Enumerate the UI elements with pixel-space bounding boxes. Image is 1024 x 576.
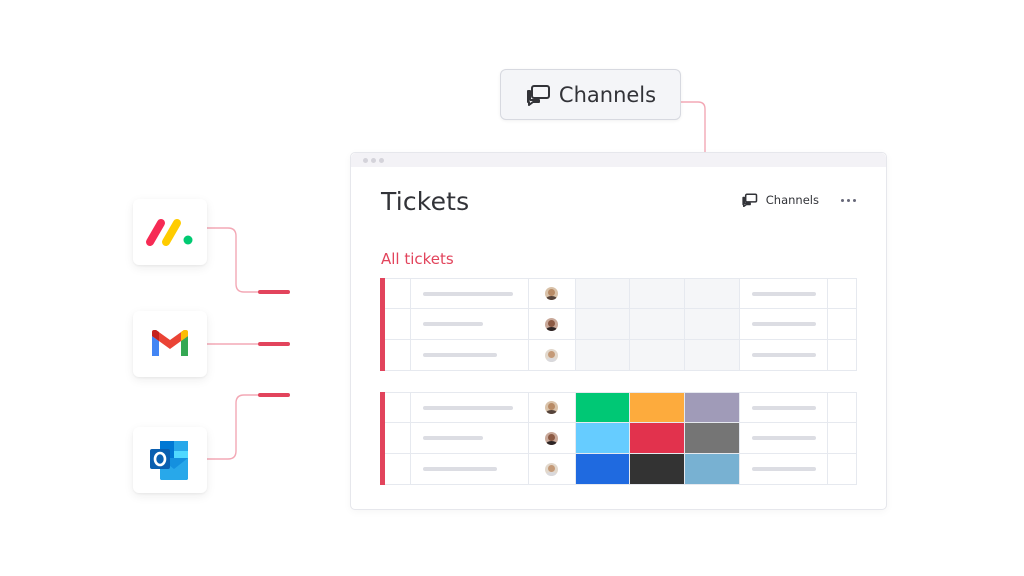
status-cell[interactable] (630, 340, 686, 370)
avatar (545, 462, 559, 476)
row-checkbox[interactable] (385, 340, 411, 370)
row-checkbox[interactable] (385, 279, 411, 308)
text-cell[interactable] (740, 423, 829, 453)
add-column-cell[interactable] (828, 309, 857, 339)
status-cell[interactable] (685, 393, 741, 422)
placeholder-bar (751, 405, 816, 410)
window-dot (363, 157, 368, 163)
item-name-cell[interactable] (411, 454, 529, 484)
status-cell[interactable] (630, 423, 686, 453)
text-cell[interactable] (740, 454, 829, 484)
status-cell[interactable] (630, 279, 686, 308)
status-cell[interactable] (575, 393, 631, 422)
row-checkbox[interactable] (385, 423, 411, 453)
window-titlebar (351, 153, 886, 167)
more-dots-icon[interactable] (841, 198, 856, 202)
table-row[interactable] (385, 392, 857, 423)
ticket-group-2 (380, 392, 857, 485)
status-cell[interactable] (630, 454, 686, 484)
item-name-cell[interactable] (411, 309, 529, 339)
status-cell[interactable] (685, 340, 741, 370)
person-cell[interactable] (529, 279, 576, 308)
add-column-cell[interactable] (828, 279, 857, 308)
item-name-cell[interactable] (411, 340, 529, 370)
avatar (545, 348, 559, 362)
channels-button-label[interactable]: Channels (765, 193, 819, 207)
monday-logo-icon (146, 219, 193, 246)
monday-app-tile[interactable] (133, 199, 207, 265)
status-cell[interactable] (685, 309, 741, 339)
table-row[interactable] (385, 454, 857, 485)
channels-callout-label: Channels (558, 82, 657, 107)
add-column-cell[interactable] (828, 423, 857, 453)
placeholder-bar (751, 291, 816, 296)
gmail-logo-icon (152, 330, 188, 356)
placeholder-bar (751, 353, 816, 357)
tickets-board-window: Tickets Channels All tickets (350, 152, 887, 510)
outlook-app-tile[interactable] (133, 427, 207, 493)
status-cell[interactable] (685, 454, 741, 484)
avatar (545, 317, 559, 331)
person-cell[interactable] (529, 340, 576, 370)
status-cell[interactable] (575, 454, 631, 484)
status-cell[interactable] (685, 423, 741, 453)
text-cell[interactable] (740, 340, 829, 370)
placeholder-bar (422, 436, 483, 440)
window-dot (371, 157, 376, 163)
outlook-logo-icon (150, 441, 188, 480)
person-cell[interactable] (529, 454, 576, 484)
table-row[interactable] (385, 309, 857, 340)
status-cell[interactable] (575, 423, 631, 453)
item-name-cell[interactable] (411, 279, 529, 308)
chat-bubbles-icon (526, 84, 550, 106)
row-checkbox[interactable] (385, 393, 411, 422)
row-checkbox[interactable] (385, 309, 411, 339)
placeholder-bar (422, 353, 497, 357)
item-name-cell[interactable] (411, 423, 529, 453)
status-cell[interactable] (685, 279, 741, 308)
placeholder-bar (422, 467, 497, 471)
page-title: Tickets (381, 187, 470, 216)
item-name-cell[interactable] (411, 393, 529, 422)
text-cell[interactable] (740, 279, 829, 308)
group-title[interactable]: All tickets (381, 250, 454, 268)
placeholder-bar (422, 322, 483, 326)
ticket-group-1 (380, 278, 857, 371)
table-row[interactable] (385, 278, 857, 309)
placeholder-bar (751, 322, 816, 326)
status-cell[interactable] (575, 340, 631, 370)
avatar (545, 431, 559, 445)
table-row[interactable] (385, 423, 857, 454)
header-actions: Channels (741, 193, 856, 207)
person-cell[interactable] (529, 393, 576, 422)
placeholder-bar (422, 291, 513, 296)
chat-bubbles-icon[interactable] (741, 193, 758, 207)
avatar (545, 401, 559, 414)
person-cell[interactable] (529, 309, 576, 339)
status-cell[interactable] (575, 279, 631, 308)
text-cell[interactable] (740, 309, 829, 339)
placeholder-bar (422, 405, 513, 410)
text-cell[interactable] (740, 393, 829, 422)
add-column-cell[interactable] (828, 454, 857, 484)
placeholder-bar (751, 467, 816, 471)
status-cell[interactable] (630, 309, 686, 339)
status-cell[interactable] (630, 393, 686, 422)
add-column-cell[interactable] (828, 340, 857, 370)
status-cell[interactable] (575, 309, 631, 339)
channels-callout[interactable]: Channels (500, 69, 681, 120)
row-checkbox[interactable] (385, 454, 411, 484)
person-cell[interactable] (529, 423, 576, 453)
add-column-cell[interactable] (828, 393, 857, 422)
placeholder-bar (751, 436, 816, 440)
table-row[interactable] (385, 340, 857, 371)
avatar (545, 287, 559, 300)
window-dot (379, 157, 384, 163)
gmail-app-tile[interactable] (133, 311, 207, 377)
